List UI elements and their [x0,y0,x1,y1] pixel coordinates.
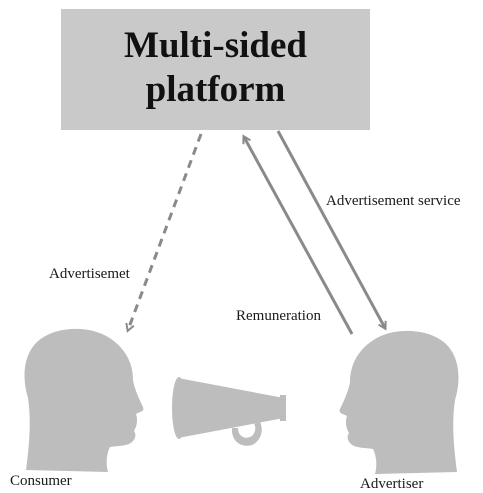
platform-box [61,9,370,130]
megaphone-icon [172,377,286,446]
consumer-head-icon [24,328,144,472]
advertiser-head-icon [339,330,459,474]
advertiser-label: Advertiser [360,476,424,492]
advertisement-service-label: Advertisement service [326,193,461,209]
remuneration-arrow [244,137,354,335]
platform-title: Multi-sided platform [124,25,307,110]
advertisement-arrow [128,133,203,330]
advertisement-service-arrow [276,130,385,328]
advertisement-label: Advertisemet [49,266,130,282]
consumer-label: Consumer [10,473,72,489]
remuneration-label: Remuneration [236,308,321,324]
